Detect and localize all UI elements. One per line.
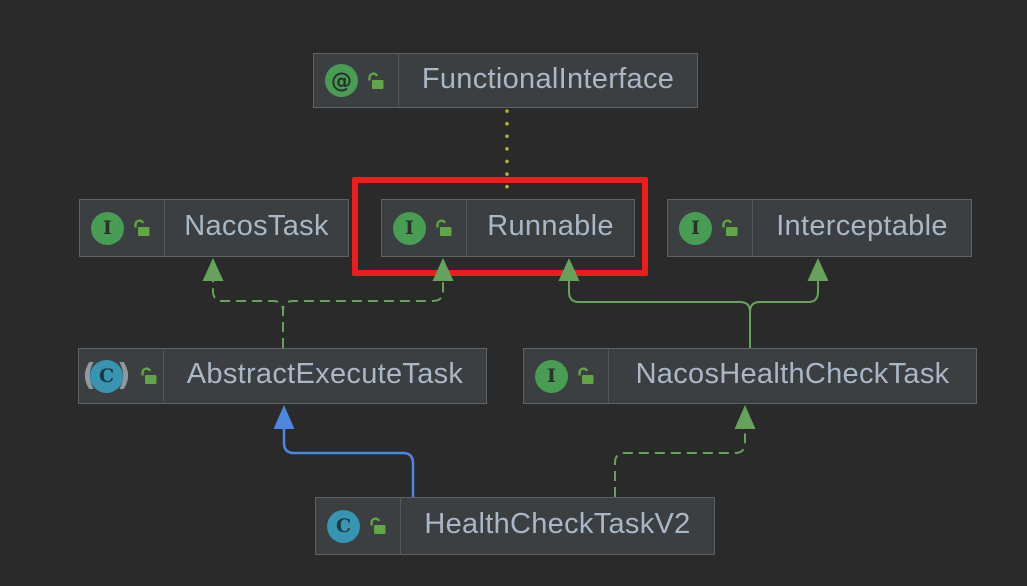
node-abstractexecutetask[interactable]: ( C ) AbstractExecuteTask <box>78 348 487 404</box>
node-label: NacosTask <box>184 210 329 242</box>
node-runnable[interactable]: I Runnable <box>381 199 635 257</box>
node-nacoshealthchecktask[interactable]: I NacosHealthCheckTask <box>523 348 977 404</box>
node-icon-cell: I <box>668 200 753 256</box>
node-icon-cell: @ <box>314 54 399 107</box>
arrowhead-nacoshealthchecktask <box>734 405 756 429</box>
unlocked-icon <box>141 367 157 384</box>
interface-icon: I <box>535 359 568 393</box>
unlocked-icon <box>578 367 594 384</box>
node-label: Interceptable <box>776 210 948 242</box>
node-icon-cell: I <box>524 349 609 403</box>
node-healthchecktaskv2[interactable]: C HealthCheckTaskV2 <box>315 497 715 555</box>
class-icon: C <box>327 509 360 543</box>
node-nacostask[interactable]: I NacosTask <box>79 199 349 257</box>
unlocked-icon <box>370 517 386 534</box>
node-interceptable[interactable]: I Interceptable <box>667 199 972 257</box>
unlocked-icon <box>134 219 150 236</box>
interface-icon: I <box>91 211 124 245</box>
abstract-class-icon: ( C ) <box>82 359 131 393</box>
node-label: FunctionalInterface <box>421 62 675 95</box>
unlocked-icon <box>436 219 452 236</box>
arrowhead-abstractexecutetask <box>273 405 295 429</box>
edge-implements-abstractexecutetask-nacostask <box>212 281 284 348</box>
highlight-box-runnable <box>352 177 648 276</box>
node-label: AbstractExecuteTask <box>186 358 464 390</box>
interface-icon: I <box>393 211 426 245</box>
unlocked-icon <box>722 219 738 236</box>
node-icon-cell: I <box>382 200 467 256</box>
edge-extends-healthchecktaskv2-abstractexecutetask <box>282 428 415 497</box>
edge-extends-nacoshealthchecktask-runnable <box>568 281 751 348</box>
node-label: NacosHealthCheckTask <box>635 358 950 390</box>
annotation-icon: @ <box>325 64 358 97</box>
edge-implements-abstractexecutetask-runnable <box>282 281 444 348</box>
node-label: Runnable <box>487 210 614 242</box>
node-label: HealthCheckTaskV2 <box>424 508 691 540</box>
unlocked-icon <box>368 71 384 89</box>
arrowhead-nacostask <box>202 258 224 281</box>
node-icon-cell: I <box>80 200 165 256</box>
arrowhead-interceptable <box>807 258 829 281</box>
interface-icon: I <box>679 211 712 245</box>
node-functionalinterface[interactable]: @ FunctionalInterface <box>313 53 698 108</box>
edge-extends-nacoshealthchecktask-interceptable <box>749 281 819 348</box>
edge-implements-healthchecktaskv2-nacoshealthchecktask <box>614 428 746 497</box>
node-icon-cell: ( C ) <box>79 349 164 403</box>
node-icon-cell: C <box>316 498 401 554</box>
